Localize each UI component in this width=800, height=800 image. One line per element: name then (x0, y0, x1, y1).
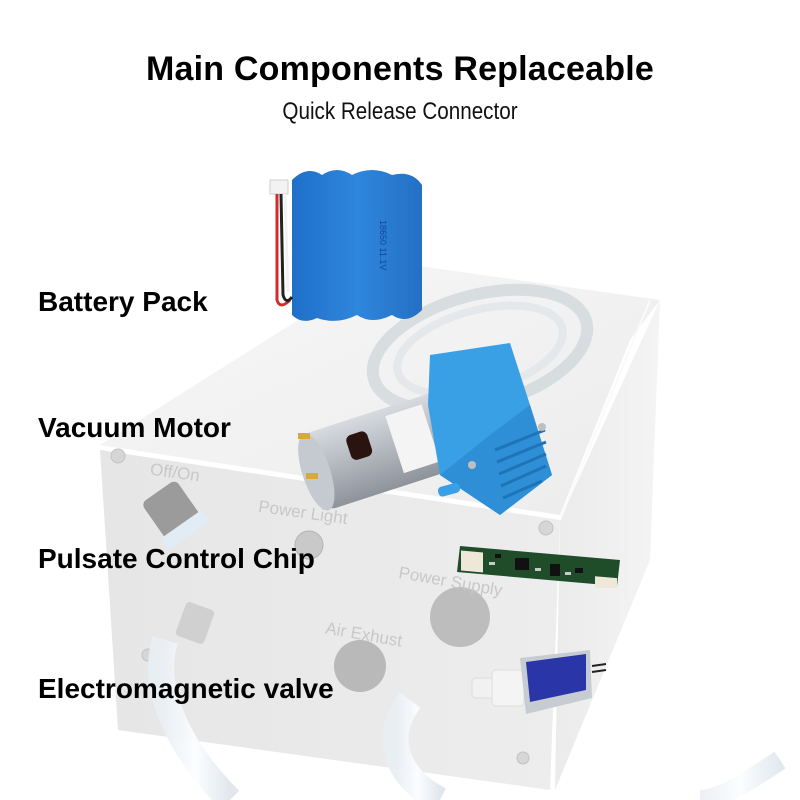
circuit-board-icon (457, 546, 620, 588)
solenoid-valve-icon (471, 650, 607, 714)
battery-pack-icon: 18650 11.1V (269, 170, 422, 321)
label-battery-pack: Battery Pack (38, 286, 208, 317)
label-electromagnetic-valve: Electromagnetic valve (38, 673, 334, 704)
label-vacuum-motor: Vacuum Motor (38, 412, 231, 443)
vacuum-motor-icon (298, 343, 552, 515)
svg-text:18650 11.1V: 18650 11.1V (378, 220, 388, 270)
label-pulsate-control-chip: Pulsate Control Chip (38, 543, 315, 574)
page-title: Main Components Replaceable (146, 50, 654, 88)
page-subtitle: Quick Release Connector (282, 98, 518, 125)
